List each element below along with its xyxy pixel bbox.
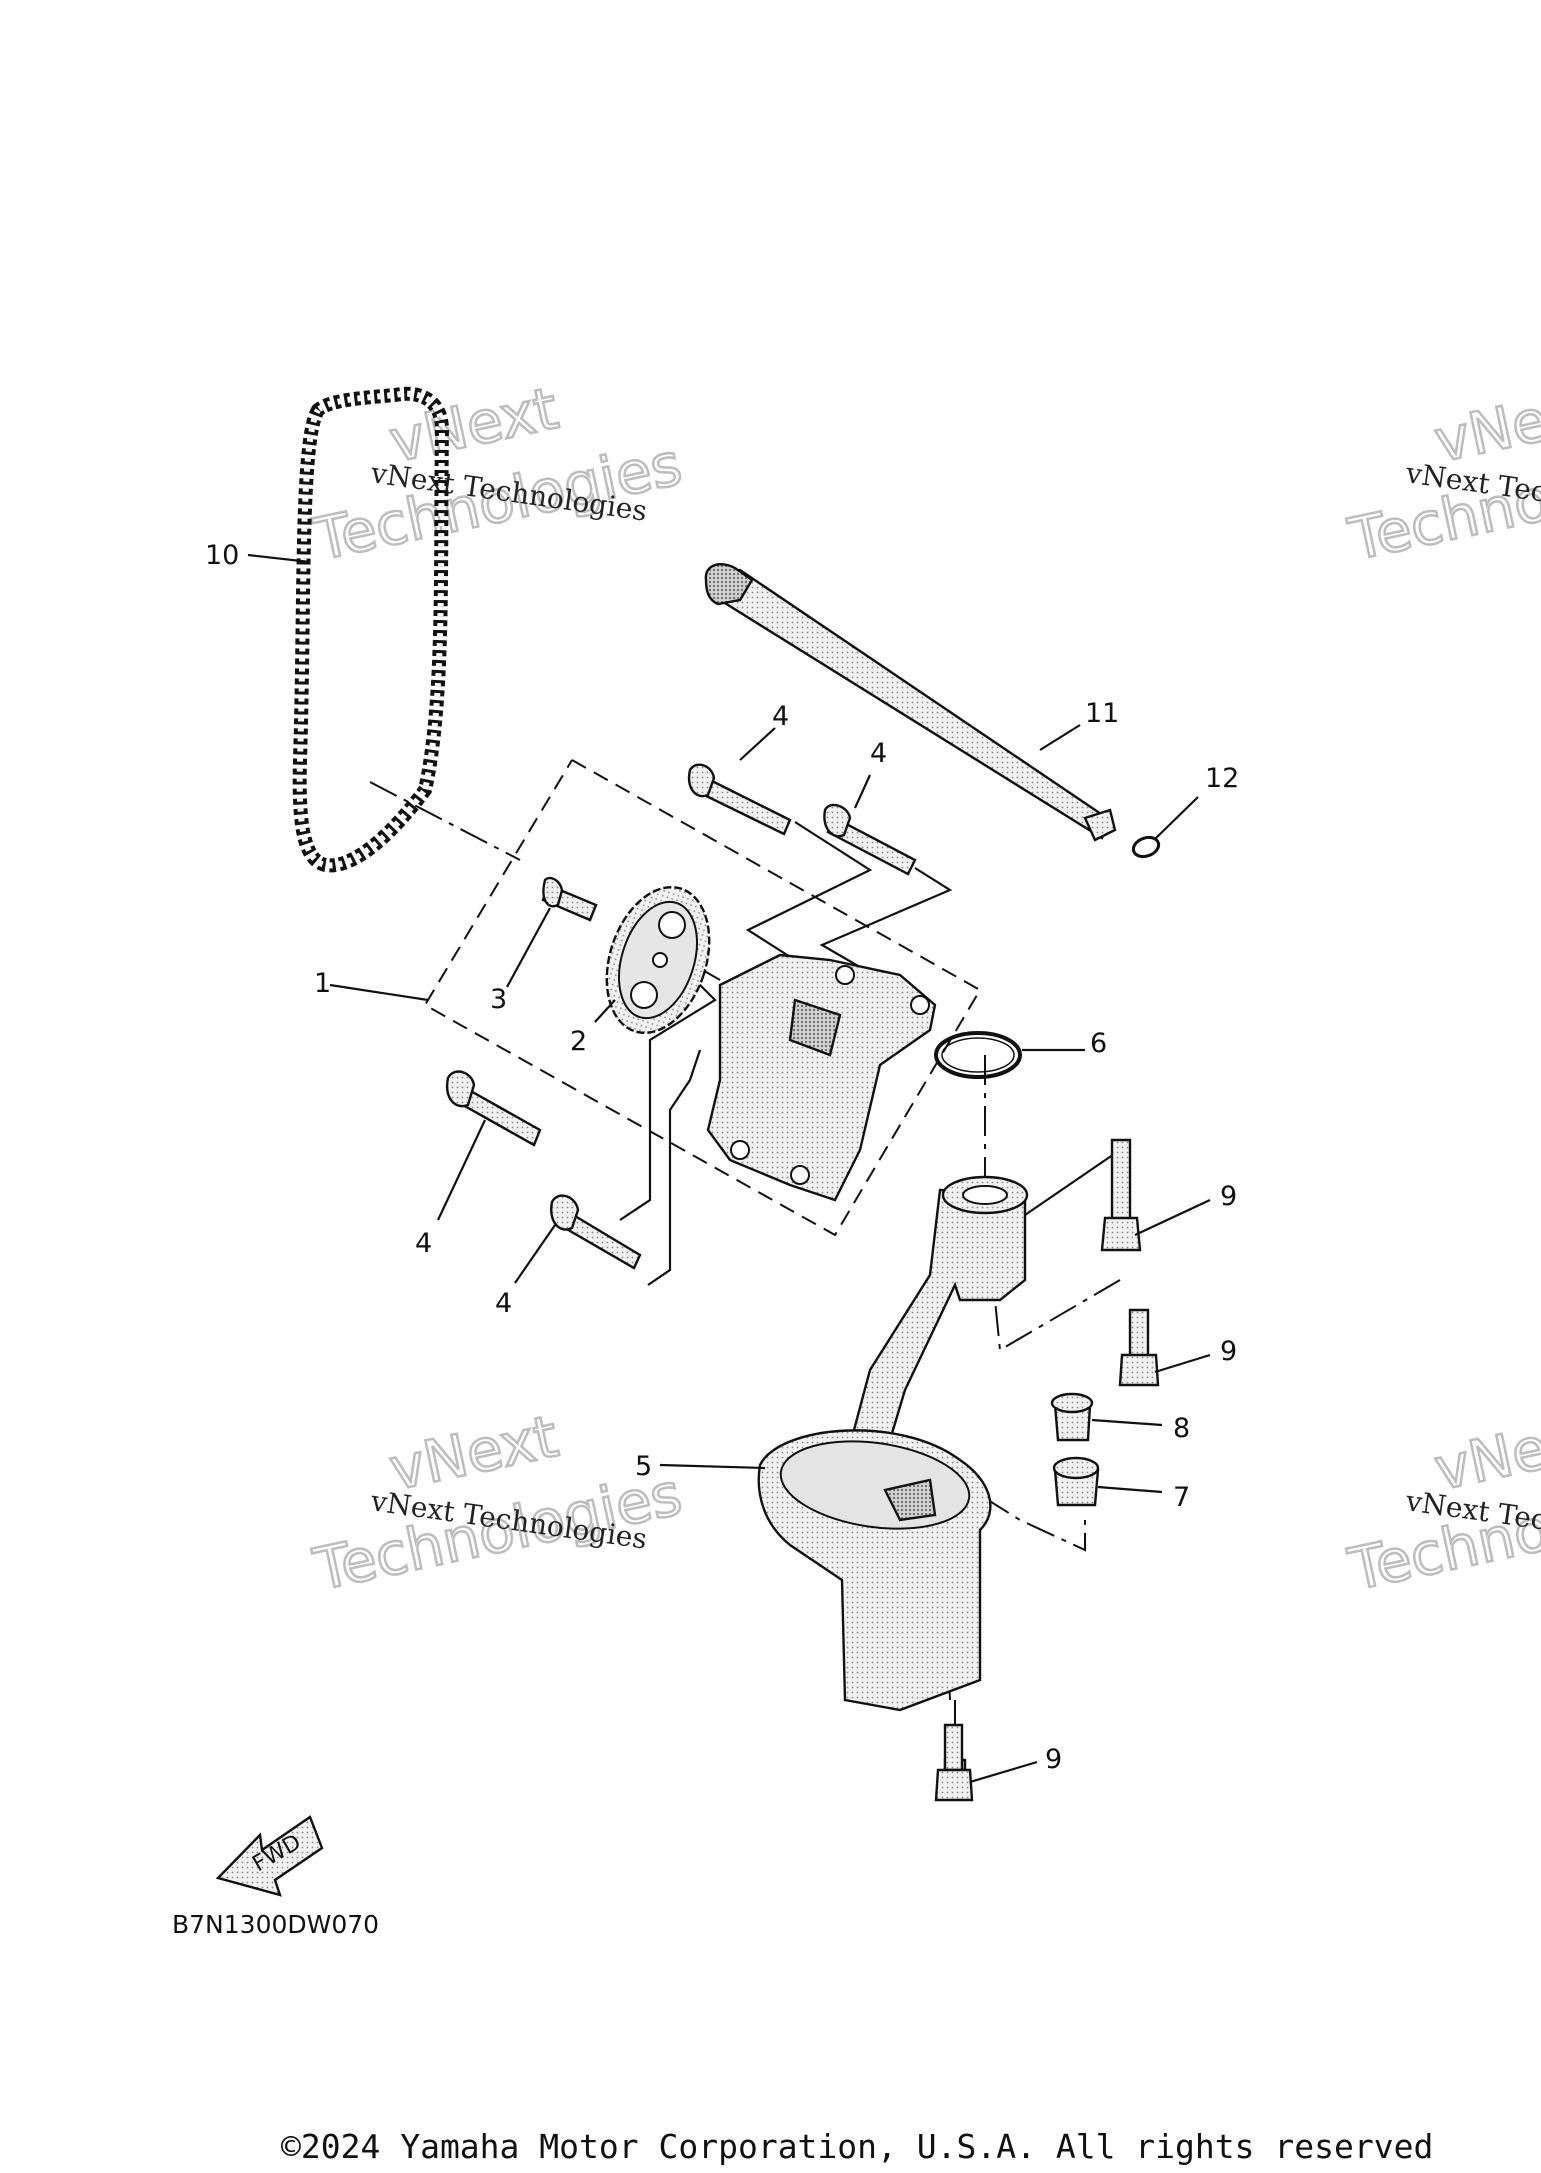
part-strainer [757,1175,1029,1712]
callout-4b: 4 [870,738,887,769]
svg-text:vNext: vNext [1429,374,1541,476]
callout-10: 10 [205,540,239,571]
part-bolt-9a [1100,1138,1142,1252]
part-clip [1131,835,1161,859]
callouts: 10 11 12 4 4 1 3 2 6 4 4 9 9 8 7 5 9 [205,540,1239,1775]
footer-copyright: ©2024 Yamaha Motor Corporation, U.S.A. A… [281,2127,1434,2166]
callout-1: 1 [314,968,331,999]
callout-12: 12 [1205,763,1239,794]
callout-9c: 9 [1045,1744,1062,1775]
callout-6: 6 [1090,1028,1107,1059]
watermark-bottom-right: vNext Technologies vNext Technologies [1342,1401,1541,1605]
callout-4a: 4 [772,701,789,732]
leader-lines [247,553,1211,1784]
part-bolt-4c [445,1070,542,1147]
part-sprocket [605,885,711,1035]
callout-9b: 9 [1220,1336,1237,1367]
fwd-arrow-icon: FWD [215,1815,324,1897]
part-o-ring [934,1031,1022,1079]
callout-2: 2 [570,1026,587,1057]
callout-7: 7 [1173,1482,1190,1513]
part-bolt-9b [1118,1308,1160,1387]
assembly-box [423,759,982,1237]
part-oil-pump [706,953,937,1202]
watermark-top-right: vNext Technologies vNext Technologies [1342,373,1541,575]
part-bolt-4d [550,1194,642,1270]
callout-4c: 4 [415,1228,432,1259]
part-bolt-4b [823,803,917,876]
callout-8: 8 [1173,1413,1190,1444]
part-rod [704,563,1117,842]
part-bolt-9c [934,1723,974,1802]
callout-5: 5 [635,1451,652,1482]
diagram-code: B7N1300DW070 [172,1910,379,1939]
part-grommet [1050,1392,1094,1442]
part-collar [1052,1456,1100,1507]
callout-9a: 9 [1220,1181,1237,1212]
callout-4d: 4 [495,1288,512,1319]
part-bolt-3 [541,876,598,922]
callout-3: 3 [490,984,507,1015]
callout-11: 11 [1085,698,1119,729]
watermark-bottom-left: vNext Technologies vNext Technologies [307,1401,689,1605]
part-bolt-4a [687,763,792,836]
svg-text:vNext: vNext [1429,1402,1541,1504]
